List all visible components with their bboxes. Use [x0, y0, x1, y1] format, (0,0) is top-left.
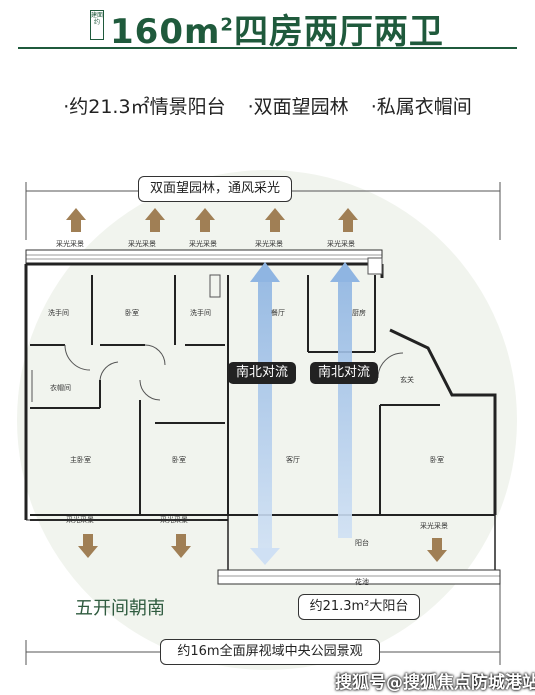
light-label: 采光采景: [66, 515, 94, 524]
watermark: 搜狐号@搜狐焦点防城港站: [335, 673, 535, 693]
ventilation-arrow: [330, 262, 360, 538]
room-label: 花池: [355, 577, 369, 586]
feature-item: ·双面望园林: [247, 96, 349, 118]
callout-balcony: 约21.3m²大阳台: [298, 594, 420, 620]
room-label: 卧室: [430, 455, 444, 464]
room-label: 阳台: [355, 538, 369, 547]
page-title: 160m2四房两厅两卫: [110, 12, 444, 52]
light-label: 采光采景: [255, 239, 283, 248]
callout-top: 双面望园林，通风采光: [138, 176, 292, 202]
header-rule: [18, 47, 517, 49]
room-label: 玄关: [400, 375, 414, 384]
room-label: 卧室: [125, 308, 139, 317]
room-label: 餐厅: [271, 308, 285, 317]
area-badge: 建面约: [90, 10, 104, 40]
room-label: 主卧室: [70, 455, 91, 464]
room-label: 衣帽间: [50, 383, 71, 392]
room-label: 洗手间: [48, 308, 69, 317]
ventilation-arrow: [250, 262, 280, 565]
feature-item: ·私属衣帽间: [370, 96, 472, 118]
light-label: 采光采景: [128, 239, 156, 248]
light-label: 采光采景: [189, 239, 217, 248]
light-label: 采光采景: [420, 521, 448, 530]
callout-ns-right: 南北对流: [310, 362, 378, 384]
feature-item: ·约21.3㎡情景阳台: [63, 96, 226, 118]
floor-plan: 采光采景 采光采景 采光采景 采光采景 采光采景 采光采景 采光采景 采光采景 …: [17, 170, 517, 670]
room-label: 卧室: [172, 455, 186, 464]
callout-ns-left: 南北对流: [228, 362, 296, 384]
light-label: 采光采景: [56, 239, 84, 248]
room-label: 洗手间: [190, 308, 211, 317]
light-label: 采光采景: [327, 239, 355, 248]
light-label: 采光采景: [160, 515, 188, 524]
orientation-text: 五开间朝南: [75, 598, 165, 619]
feature-list: ·约21.3㎡情景阳台 ·双面望园林 ·私属衣帽间: [0, 92, 535, 119]
light-arrow-north: [66, 208, 358, 232]
room-label: 客厅: [286, 455, 300, 464]
callout-bottom: 约16m全面屏视域中央公园景观: [160, 639, 380, 665]
room-label: 厨房: [352, 308, 366, 317]
light-arrow-south: [78, 534, 447, 562]
